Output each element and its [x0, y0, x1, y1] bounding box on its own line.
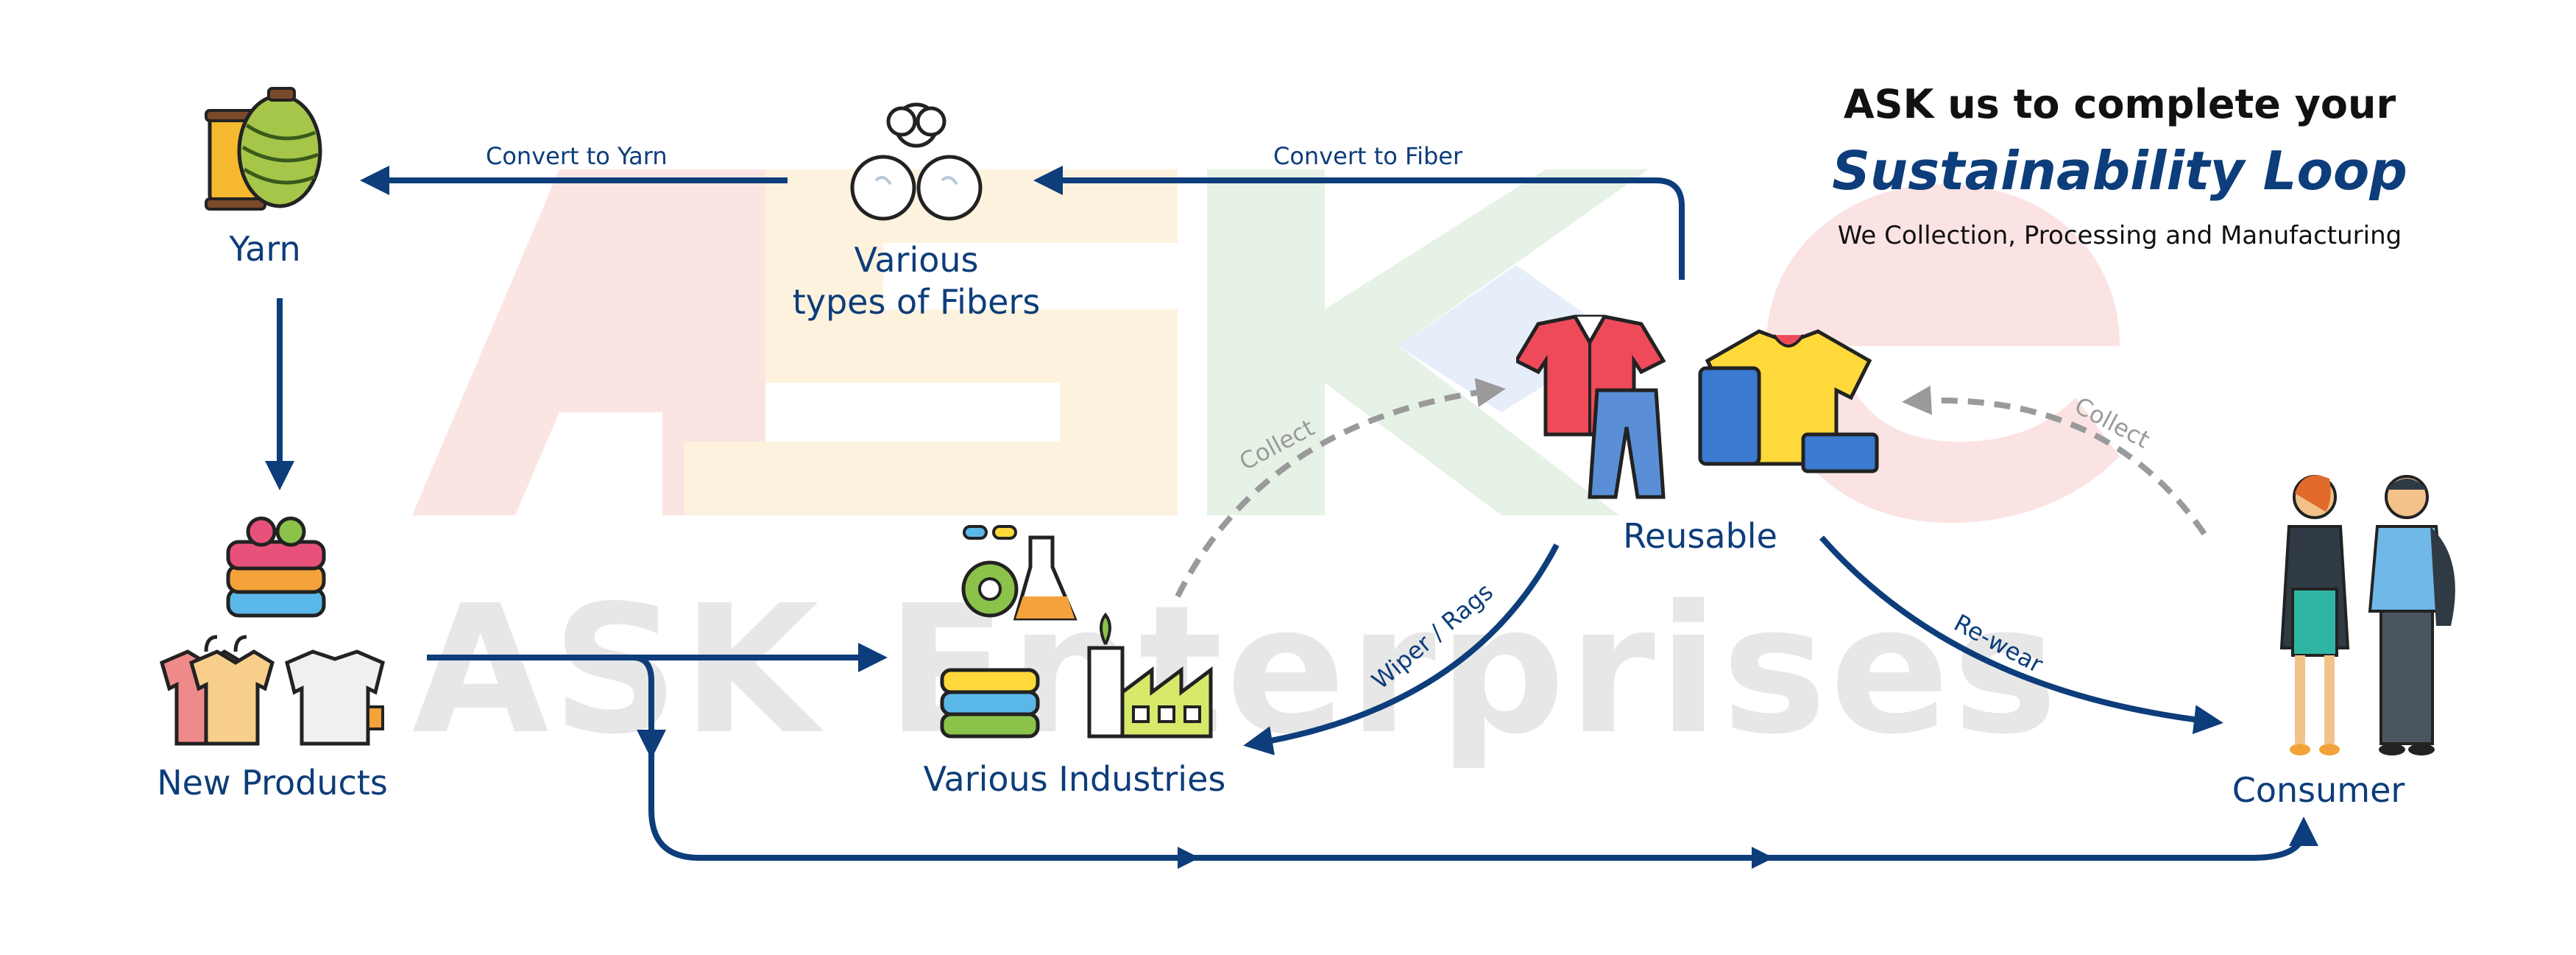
yarn-spools-icon [205, 87, 322, 211]
node-new-products-label: New Products [157, 763, 388, 803]
company-watermark: ASK Enterprises [412, 567, 2061, 773]
edge-convert-to-yarn-label: Convert to Yarn [486, 142, 668, 170]
logo-letter-k [1207, 169, 1649, 515]
bottom-arrowhead-1 [1178, 847, 1200, 869]
node-industries-label: Various Industries [923, 759, 1226, 799]
factory-icon [1087, 612, 1213, 739]
logo-letter-a [412, 169, 765, 515]
node-fibers-label-1: Various [854, 240, 979, 280]
node-fibers-label-2: types of Fibers [792, 282, 1041, 322]
headline-subtitle: We Collection, Processing and Manufactur… [1837, 221, 2402, 250]
bottom-arrowhead-2 [1752, 847, 1774, 869]
logo-letter-k-blue [1398, 265, 1619, 412]
headline-line-1: ASK us to complete your [1843, 81, 2396, 127]
edge-convert-to-fiber-label: Convert to Fiber [1273, 142, 1463, 170]
headline-sustainability-loop: Sustainability Loop [1832, 140, 2407, 202]
node-reusable-label: Reusable [1623, 516, 1777, 556]
arrow-reusable-to-consumer [1819, 535, 2223, 735]
logo-letter-s [684, 169, 1178, 515]
node-consumer-label: Consumer [2232, 770, 2405, 810]
tshirt-jeans-icon [1698, 329, 1879, 473]
folded-clothes-icon [226, 516, 326, 618]
couple-consumer-icon [2279, 475, 2455, 755]
node-yarn-label: Yarn [229, 229, 301, 269]
arrow-bottom-loop [648, 747, 2318, 861]
cotton-fiber-icon [850, 102, 983, 221]
arrow-consumer-collect [1902, 385, 2207, 536]
hanging-shirts-icon [159, 635, 385, 746]
arrow-industries-collect [1175, 378, 1506, 598]
arrow-products-to-bottom [632, 655, 666, 759]
arrow-reusable-to-fiber [1033, 166, 1685, 280]
folded-towels-icon [940, 668, 1040, 739]
arrow-reusable-to-industries [1243, 543, 1560, 755]
chemistry-recycle-icon [961, 525, 1078, 621]
shirt-jeans-icon [1516, 314, 1666, 499]
